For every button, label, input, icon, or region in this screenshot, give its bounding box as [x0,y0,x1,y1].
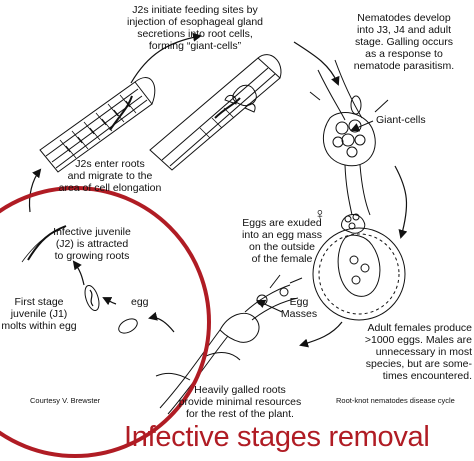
label-egg-masses: Egg Masses [280,296,318,320]
label-heavily-galled: Heavily galled roots provide minimal res… [178,384,302,420]
female-symbol: ♀ [314,206,326,223]
label-infective-juvenile: Infective juvenile (J2) is attracted to … [53,226,131,262]
credit-courtesy: Courtesy V. Brewster [30,396,101,405]
label-adult-females: Adult females produce >1000 eggs. Males … [364,322,472,382]
egg-masses-pointer [256,299,283,313]
infective-stages-highlight-circle [0,186,211,458]
banner-infective-stages-removal: Infective stages removal [124,421,430,453]
label-first-stage-juvenile: First stage juvenile (J1) molts within e… [1,296,77,332]
juvenile-and-egg-illustrations [21,225,138,334]
giant-cells-pointer [350,120,374,132]
cycle-arrows [28,32,408,348]
cycle-title: Root-knot nematodes disease cycle [336,396,455,405]
label-egg: egg [131,296,149,308]
label-j2-enter-roots: J2s enter roots and migrate to the area … [58,158,162,194]
label-eggs-exuded: Eggs are exuded into an egg mass on the … [242,217,322,265]
label-j2-feeding-sites: J2s initiate feeding sites by injection … [126,4,264,52]
root-illustration-gall [309,59,389,216]
root-illustration-feeding-sites [149,54,282,171]
label-nematodes-develop: Nematodes develop into J3, J4 and adult … [353,12,455,72]
root-illustration-j2-entry [39,77,156,173]
label-giant-cells: Giant-cells [376,114,426,126]
female-egg-mass-illustration [312,213,406,321]
